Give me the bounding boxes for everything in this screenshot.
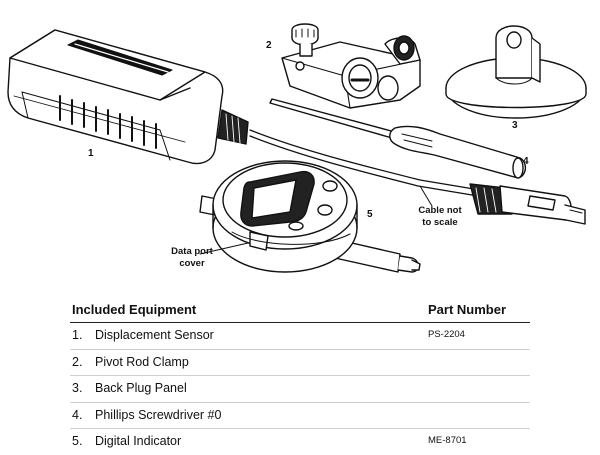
- data-port-cover-label-line1: Data port: [171, 246, 213, 257]
- table-row: 4. Phillips Screwdriver #0: [70, 403, 530, 429]
- screwdriver-illustration: [269, 98, 527, 179]
- row-item-name: Displacement Sensor: [95, 328, 214, 342]
- callout-5: 5: [367, 209, 373, 220]
- callout-1: 1: [88, 148, 94, 159]
- row-item-name: Back Plug Panel: [95, 381, 187, 395]
- table-header: Included Equipment Part Number: [70, 300, 530, 323]
- displacement-sensor-illustration: [7, 29, 586, 225]
- included-equipment-table: Included Equipment Part Number 1. Displa…: [70, 300, 530, 455]
- cable-not-to-scale-label: Cable not to scale: [410, 205, 470, 229]
- callout-2: 2: [266, 40, 272, 51]
- pivot-rod-clamp-illustration: [281, 23, 421, 109]
- data-port-cover-label-line2: cover: [179, 258, 205, 269]
- callout-4: 4: [523, 156, 529, 167]
- header-part-number: Part Number: [428, 302, 507, 317]
- data-port-cover-label: Data port cover: [162, 246, 222, 270]
- cable-label-line1: Cable not: [418, 205, 462, 216]
- row-number: 1.: [72, 328, 83, 342]
- table-row: 5. Digital Indicator ME-8701: [70, 429, 530, 455]
- row-item-name: Pivot Rod Clamp: [95, 354, 189, 369]
- row-item-name: Phillips Screwdriver #0: [95, 407, 222, 422]
- table-row: 2. Pivot Rod Clamp: [70, 350, 530, 376]
- table-row: 3. Back Plug Panel: [70, 376, 530, 403]
- row-number: 2.: [72, 354, 83, 369]
- equipment-illustration: [7, 23, 587, 273]
- header-included-equipment: Included Equipment: [72, 302, 197, 317]
- row-item-name: Digital Indicator: [95, 434, 182, 448]
- back-plug-panel-illustration: [445, 25, 587, 119]
- table-row: 1. Displacement Sensor PS-2204: [70, 323, 530, 350]
- callout-3: 3: [512, 120, 518, 131]
- row-part-number: ME-8701: [428, 435, 467, 446]
- row-number: 4.: [72, 407, 83, 422]
- row-part-number: PS-2204: [428, 329, 465, 340]
- row-number: 3.: [72, 381, 83, 395]
- cable-label-line2: to scale: [422, 217, 458, 228]
- row-number: 5.: [72, 434, 83, 448]
- digital-indicator-illustration: [199, 160, 421, 273]
